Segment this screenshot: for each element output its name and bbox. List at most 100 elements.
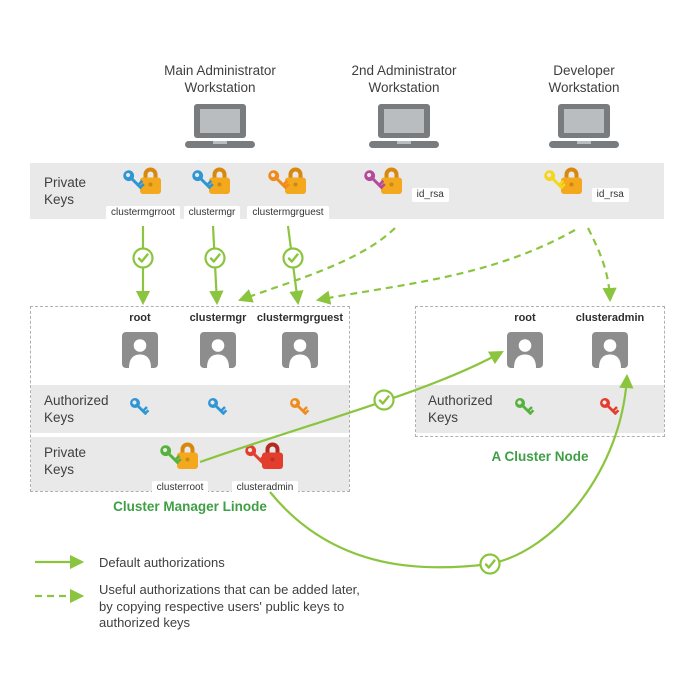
cluster-node-title: A Cluster Node xyxy=(491,449,589,464)
user-icon xyxy=(122,332,158,368)
key-label: clusteradmin xyxy=(231,481,299,495)
user-name-node-root: root xyxy=(514,312,536,324)
user-icon xyxy=(592,332,628,368)
workstation-label-line: 2nd Administrator xyxy=(351,63,457,78)
band-label-line: Keys xyxy=(44,410,75,425)
workstation-label-developer: Developer Workstation xyxy=(496,62,672,96)
key-label: id_rsa xyxy=(411,188,449,202)
lock-keyhole xyxy=(217,182,222,187)
authorized-key-icon xyxy=(600,398,620,415)
key-icon xyxy=(123,170,145,190)
key-lock-icon xyxy=(245,442,283,469)
key-icon xyxy=(544,170,566,190)
lock-body xyxy=(177,452,198,469)
lock-body xyxy=(561,177,583,194)
user-name-clustermgrguest: clustermgrguest xyxy=(256,312,344,324)
lock-body xyxy=(285,177,306,194)
key-lock-icon xyxy=(364,167,403,194)
lock-keyhole xyxy=(569,182,574,187)
user-name-root: root xyxy=(129,312,151,324)
band-label-line: Keys xyxy=(44,462,75,477)
laptop-icon xyxy=(185,104,255,148)
key-lock-icon xyxy=(268,167,306,194)
workstation-label-line: Workstation xyxy=(368,80,440,95)
default-authorization-arrow xyxy=(209,225,224,306)
authorized-keys-label-node: Authorized Keys xyxy=(428,392,493,426)
lock-body xyxy=(140,177,161,194)
lock-shackle xyxy=(564,167,579,178)
key-label: clustermgr xyxy=(183,206,241,220)
key-icon xyxy=(268,170,290,190)
legend-dashed-line: authorized keys xyxy=(99,615,191,630)
workstation-label-line: Workstation xyxy=(184,80,256,95)
authorized-key-icon xyxy=(515,398,535,415)
workstation-label-main-admin: Main Administrator Workstation xyxy=(132,62,308,96)
key-lock-icon xyxy=(544,167,583,194)
band-label-line: Private xyxy=(44,445,87,460)
workstation-label-line: Workstation xyxy=(548,80,620,95)
lock-keyhole xyxy=(293,182,298,187)
optional-authorization-arrow xyxy=(237,227,396,303)
user-name-clusteradmin: clusteradmin xyxy=(575,312,645,324)
optional-authorization-arrow xyxy=(315,229,576,305)
key-label: clustermgrguest xyxy=(247,206,329,220)
checkmark-badge xyxy=(204,247,226,269)
workstation-label-2nd-admin: 2nd Administrator Workstation xyxy=(316,62,492,96)
lock-keyhole xyxy=(185,457,190,462)
legend-solid-label: Default authorizations xyxy=(99,555,225,570)
default-authorization-arrow xyxy=(286,225,304,306)
key-lock-icon xyxy=(192,167,230,194)
cluster-manager-title: Cluster Manager Linode xyxy=(113,499,267,514)
key-icon xyxy=(192,170,214,190)
key-label: id_rsa xyxy=(591,188,629,202)
authorized-key-icon xyxy=(290,398,310,415)
key-label: clustermgrroot xyxy=(106,206,180,220)
key-lock-icon xyxy=(123,167,161,194)
lock-body xyxy=(381,177,403,194)
workstation-label-line: Developer xyxy=(553,63,615,78)
checkmark-badge xyxy=(373,389,395,411)
legend-dashed-label: Useful authorizations that can be added … xyxy=(99,582,419,632)
lock-body xyxy=(209,177,230,194)
user-icon xyxy=(282,332,318,368)
key-lock-icon xyxy=(160,442,198,469)
key-label: clusterroot xyxy=(151,481,209,495)
workstation-label-line: Main Administrator xyxy=(164,63,276,78)
lock-keyhole xyxy=(389,182,394,187)
user-icon xyxy=(200,332,236,368)
private-key-clustermgrguest: clustermgrguest xyxy=(238,166,338,220)
band-label-line: Authorized xyxy=(44,393,109,408)
private-key-clusteradmin: clusteradmin xyxy=(215,441,315,495)
checkmark-badge xyxy=(479,553,501,575)
band-label-line: Authorized xyxy=(428,393,493,408)
legend-dashed-line: Useful authorizations that can be added … xyxy=(99,582,360,597)
legend-dashed-line: by copying respective users' public keys… xyxy=(99,598,345,614)
band-label-line: Keys xyxy=(44,192,75,207)
authorized-key-icon xyxy=(130,398,150,415)
private-keys-label: Private Keys xyxy=(44,444,86,478)
lock-shackle xyxy=(384,167,399,178)
lock-shackle xyxy=(180,442,195,453)
private-key-clusterroot: clusterroot xyxy=(130,441,230,495)
lock-shackle xyxy=(212,167,227,178)
lock-keyhole xyxy=(270,457,275,462)
user-name-clustermgr: clustermgr xyxy=(189,312,247,324)
laptop-icon xyxy=(369,104,439,148)
checkmark-badge xyxy=(132,247,154,269)
key-icon xyxy=(160,445,182,465)
band-label-line: Keys xyxy=(428,410,459,425)
band-label-line: Private xyxy=(44,175,87,190)
lock-shackle xyxy=(265,442,280,453)
private-key-id-rsa-developer: id_rsa xyxy=(535,166,635,202)
lock-shackle xyxy=(288,167,303,178)
lock-shackle xyxy=(143,167,158,178)
private-keys-band-label: Private Keys xyxy=(44,174,86,208)
authorized-key-icon xyxy=(208,398,228,415)
key-icon xyxy=(364,170,386,190)
authorized-keys-label: Authorized Keys xyxy=(44,392,109,426)
optional-authorization-arrow xyxy=(587,227,617,303)
private-key-clustermgrroot: clustermgrroot xyxy=(93,166,193,220)
private-key-id-rsa-2nd-admin: id_rsa xyxy=(355,166,455,202)
user-icon xyxy=(507,332,543,368)
